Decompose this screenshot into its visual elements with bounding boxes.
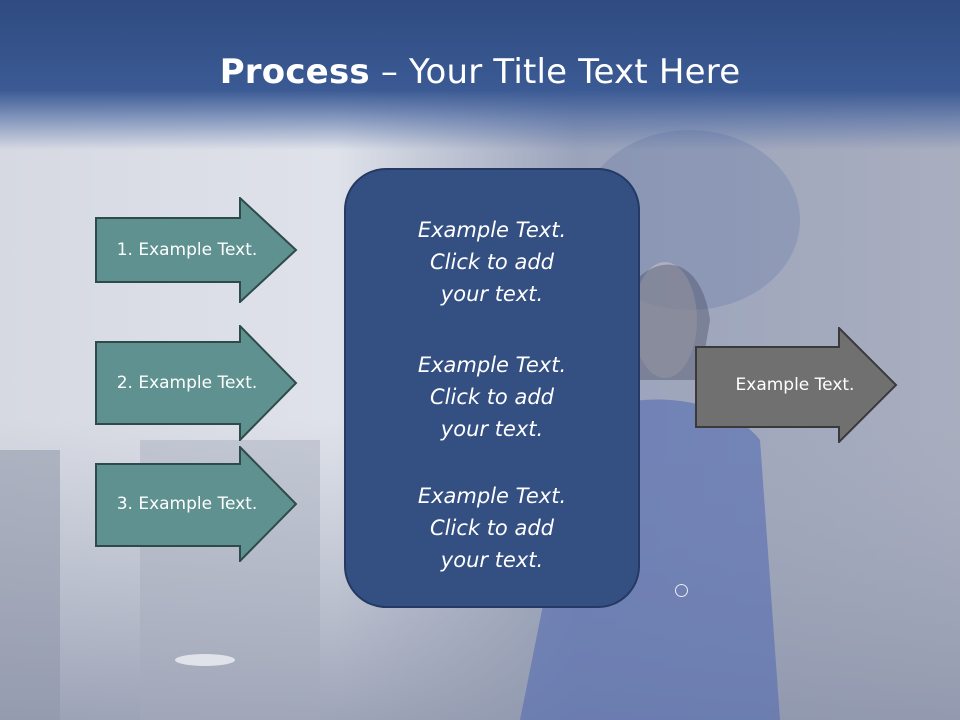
- title-bar: [0, 0, 960, 150]
- center-block-3-line-1: Example Text.: [417, 484, 567, 508]
- center-block-2: Example Text. Click to add your text.: [346, 349, 638, 445]
- center-block-1-line-1: Example Text.: [417, 218, 567, 242]
- arrow-label-3: 3. Example Text.: [116, 494, 258, 514]
- result-arrow[interactable]: Example Text.: [695, 327, 900, 443]
- arrow-shape-1: [95, 197, 298, 303]
- center-block-2-line-1: Example Text.: [417, 353, 567, 377]
- result-arrow-shape: [695, 327, 898, 443]
- center-block-3: Example Text. Click to add your text.: [346, 480, 638, 576]
- center-text-box[interactable]: Example Text. Click to add your text. Ex…: [344, 168, 640, 608]
- slide-title[interactable]: Process – Your Title Text Here: [0, 52, 960, 92]
- center-block-3-line-3: your text.: [440, 548, 544, 572]
- process-arrow-1[interactable]: 1. Example Text.: [95, 197, 300, 303]
- process-arrow-2[interactable]: 2. Example Text.: [95, 325, 300, 441]
- circle-marker-icon: [675, 584, 688, 597]
- center-block-2-line-3: your text.: [440, 417, 544, 441]
- title-rest: – Your Title Text Here: [369, 52, 741, 92]
- arrow-label-1: 1. Example Text.: [116, 240, 258, 260]
- process-arrow-3[interactable]: 3. Example Text.: [95, 446, 300, 562]
- arrow-shape-2: [95, 325, 298, 441]
- arrow-label-2: 2. Example Text.: [116, 373, 258, 393]
- center-block-1-line-3: your text.: [440, 282, 544, 306]
- arrow-shape-3: [95, 446, 298, 562]
- center-block-1-line-2: Click to add: [429, 250, 554, 274]
- result-arrow-label: Example Text.: [735, 375, 855, 395]
- center-block-1: Example Text. Click to add your text.: [346, 214, 638, 310]
- center-block-3-line-2: Click to add: [429, 516, 554, 540]
- center-block-2-line-2: Click to add: [429, 385, 554, 409]
- title-bold: Process: [219, 52, 370, 92]
